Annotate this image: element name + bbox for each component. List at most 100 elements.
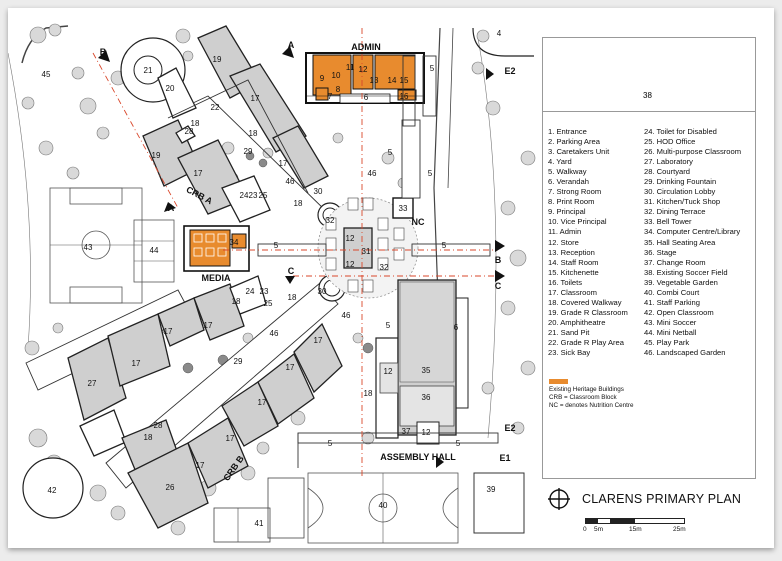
area-17-a3: 17 [194,169,203,178]
legend-item: 18. Covered Walkway [548,297,622,307]
area-17-b5: 17 [286,363,295,372]
area-6-hall: 6 [454,323,459,332]
area-46-b: 46 [368,169,377,178]
legend-item: 32. Dining Terrace [644,207,706,217]
area-5-south: 5 [328,439,333,448]
legend-item: 2. Parking Area [548,137,600,147]
area-17-b6: 17 [258,398,267,407]
legend-item: 12. Store [548,237,579,247]
label-media: MEDIA [202,273,232,283]
area-19-mid: 19 [152,151,161,160]
legend-item: 20. Amphitheatre [548,317,606,327]
area-20: 20 [166,84,175,93]
area-23-a: 23 [249,191,258,200]
north-compass-icon [548,488,570,510]
area-34: 34 [230,238,239,247]
legend-item: 37. Change Room [644,257,706,267]
area-17-b3: 17 [132,359,141,368]
legend-item: 41. Staff Parking [644,297,701,307]
area-21: 21 [144,66,153,75]
title-block: CLARENS PRIMARY PLAN 0 5m 15m 25m [548,482,758,537]
area-15: 15 [400,76,409,85]
legend-item: 28. Courtyard [644,167,691,177]
legend-item: 45. Play Park [644,337,690,347]
legend-item: 46. Landscaped Garden [644,348,726,358]
area-18-a2: 18 [249,129,258,138]
area-11: 11 [346,63,355,72]
area-6-admin: 6 [364,93,369,102]
scale-label-5m: 5m [594,526,604,533]
legend-item: 8. Print Room [548,197,595,207]
area-37: 37 [402,427,411,436]
area-5-hall: 5 [456,439,461,448]
scale-label-15m: 15m [629,526,642,533]
area-12-hall1: 12 [384,367,393,376]
area-17-b7: 17 [226,434,235,443]
area-45: 45 [42,70,51,79]
legend-item: 43. Mini Soccer [644,317,697,327]
area-43: 43 [84,243,93,252]
legend-item: 34. Computer Centre/Library [644,227,741,237]
area-25-b: 25 [264,299,273,308]
legend-item: 30. Circulation Lobby [644,187,716,197]
marker-a-top: A [288,40,295,50]
legend-notes: Existing Heritage Buildings CRB = Classr… [549,379,634,410]
legend-item: 42. Open Classroom [644,307,714,317]
legend-item: 19. Grade R Classroom [548,307,628,317]
area-25-a: 25 [259,191,268,200]
legend-item: 21. Sand Pit [548,327,590,337]
existing-soccer-field-box: 38 [543,38,755,112]
legend-item: 33. Bell Tower [644,217,692,227]
area-29-b: 29 [234,357,243,366]
legend-item: 17. Classroom [548,287,597,297]
area-30-b: 30 [318,287,327,296]
legend-item: 13. Reception [548,247,595,257]
legend-item: 29. Drinking Fountain [644,177,717,187]
entrance-e2-bottom: E2 [504,423,515,433]
scale-label-0: 0 [583,526,587,533]
section-lines [92,28,498,478]
legend-item: 36. Stage [644,247,677,257]
legend-item: 38. Existing Soccer Field [644,267,728,277]
plan-sheet: ADMIN MEDIA NC ASSEMBLY HALL CRB A CRB B… [8,8,774,548]
area-36: 36 [422,393,431,402]
area-42: 42 [48,486,57,495]
area-23-b: 23 [260,287,269,296]
legend-item: 39. Vegetable Garden [644,277,718,287]
plan-title: CLARENS PRIMARY PLAN [582,492,742,506]
area-5-east: 5 [442,241,447,250]
area-35: 35 [422,366,431,375]
assembly-hall [375,279,469,445]
heritage-swatch [549,379,568,384]
legend-item: 16. Toilets [548,277,583,287]
nc-note: NC = denotes Nutrition Centre [549,402,634,409]
area-22: 22 [211,103,220,112]
site-plan-drawing: ADMIN MEDIA NC ASSEMBLY HALL CRB A CRB B… [8,23,536,544]
legend-item: 6. Verandah [548,177,589,187]
classroom-block-a [120,25,343,228]
area-7: 7 [328,92,333,101]
admin-building [305,52,425,104]
area-18-b2: 18 [288,293,297,302]
area-33: 33 [399,204,408,213]
area-39: 39 [487,485,496,494]
legend-box-number: 38 [643,91,652,100]
area-32-a: 32 [326,216,335,225]
area-10: 10 [332,71,341,80]
area-5-admin: 5 [430,64,435,73]
area-numbers: 45 21 20 19 22 28 17 17 19 17 18 18 29 4… [42,29,502,528]
area-18-b3: 18 [144,433,153,442]
area-32-b: 32 [380,263,389,272]
area-18-a1: 18 [191,119,200,128]
legend-item: 22. Grade R Play Area [548,337,624,347]
legend-item: 1. Entrance [548,127,587,136]
scale-bar-graphic [585,518,685,524]
legend-item: 11. Admin [548,227,582,237]
scale-label-25m: 25m [673,526,686,533]
open-classroom [22,457,84,519]
legend-item: 31. Kitchen/Tuck Shop [644,197,721,207]
marker-b-right: B [495,255,502,265]
